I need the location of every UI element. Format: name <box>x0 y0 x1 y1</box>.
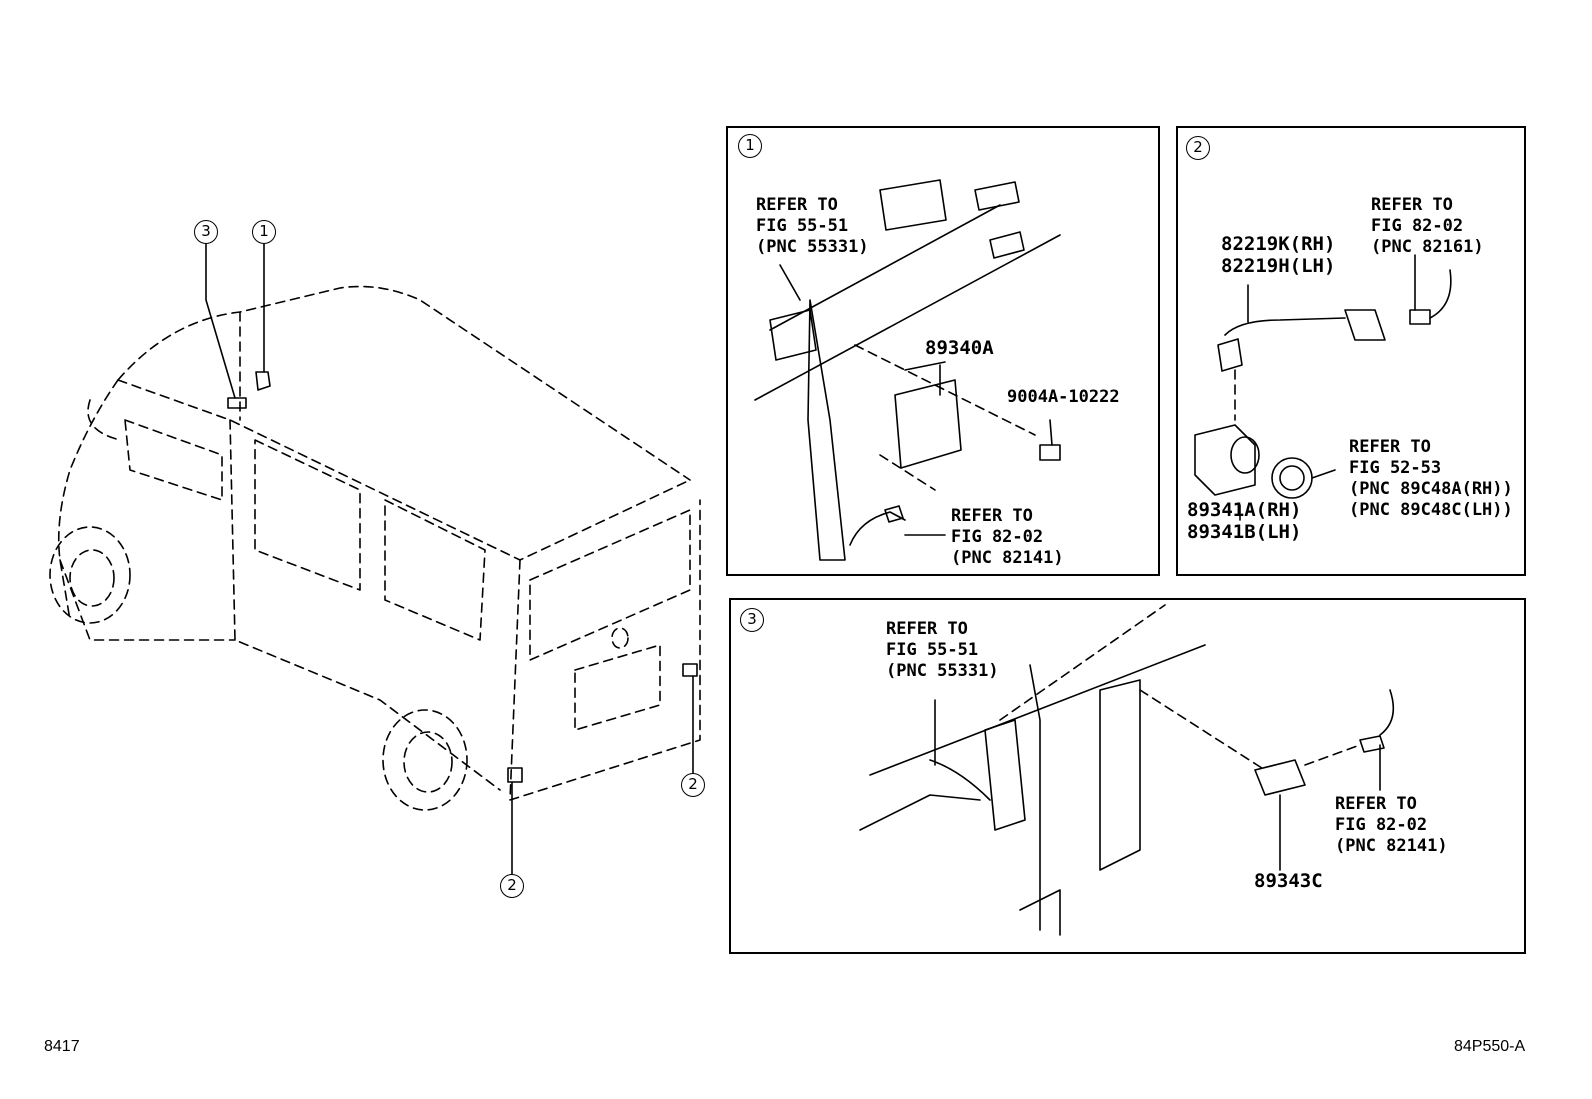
panel3-ref-fig82-line2[interactable]: FIG 82-02 <box>1335 815 1428 835</box>
van-illustration <box>49 243 701 876</box>
panel-3-number: 3 <box>740 608 764 632</box>
part-number-89343c[interactable]: 89343C <box>1254 870 1323 892</box>
part-number-82219h-lh[interactable]: 82219H(LH) <box>1221 255 1336 277</box>
panel1-ref-fig55-line1[interactable]: REFER TO <box>756 195 838 215</box>
callout-3-van[interactable]: 3 <box>194 220 218 244</box>
panel1-ref-fig55-line3[interactable]: (PNC 55331) <box>756 237 869 257</box>
panel2-ref-fig52-line4[interactable]: (PNC 89C48C(LH)) <box>1349 500 1513 520</box>
panel3-ref-fig82-line3[interactable]: (PNC 82141) <box>1335 836 1448 856</box>
panel2-ref-fig82-line3[interactable]: (PNC 82161) <box>1371 237 1484 257</box>
panel2-ref-fig52-line2[interactable]: FIG 52-53 <box>1349 458 1442 478</box>
panel2-ref-fig82-line1[interactable]: REFER TO <box>1371 195 1453 215</box>
panel-2-number: 2 <box>1186 136 1210 160</box>
part-number-89341a-rh[interactable]: 89341A(RH) <box>1187 499 1302 521</box>
panel2-ref-fig82-line2[interactable]: FIG 82-02 <box>1371 216 1464 236</box>
part-number-9004a-10222[interactable]: 9004A-10222 <box>1007 387 1120 407</box>
part-number-82219k-rh[interactable]: 82219K(RH) <box>1221 233 1336 255</box>
callout-2-van-left[interactable]: 2 <box>500 874 524 898</box>
callout-2-van-right[interactable]: 2 <box>681 773 705 797</box>
panel1-ref-fig82-line3[interactable]: (PNC 82141) <box>951 548 1064 568</box>
panel1-ref-fig55-line2[interactable]: FIG 55-51 <box>756 216 849 236</box>
panel2-ref-fig52-line1[interactable]: REFER TO <box>1349 437 1431 457</box>
panel3-ref-fig55-line2[interactable]: FIG 55-51 <box>886 640 979 660</box>
part-number-89340a[interactable]: 89340A <box>925 337 994 359</box>
footer-left-code: 8417 <box>44 1038 80 1055</box>
panel1-ref-fig82-line1[interactable]: REFER TO <box>951 506 1033 526</box>
footer-right-code: 84P550-A <box>1454 1038 1526 1055</box>
part-number-89341b-lh[interactable]: 89341B(LH) <box>1187 521 1302 543</box>
panel2-ref-fig52-line3[interactable]: (PNC 89C48A(RH)) <box>1349 479 1513 499</box>
panel3-ref-fig55-line1[interactable]: REFER TO <box>886 619 968 639</box>
detail-panel-3 <box>729 598 1526 954</box>
panel3-ref-fig82-line1[interactable]: REFER TO <box>1335 794 1417 814</box>
panel1-ref-fig82-line2[interactable]: FIG 82-02 <box>951 527 1044 547</box>
callout-1-van[interactable]: 1 <box>252 220 276 244</box>
panel3-ref-fig55-line3[interactable]: (PNC 55331) <box>886 661 999 681</box>
panel-1-number: 1 <box>738 134 762 158</box>
